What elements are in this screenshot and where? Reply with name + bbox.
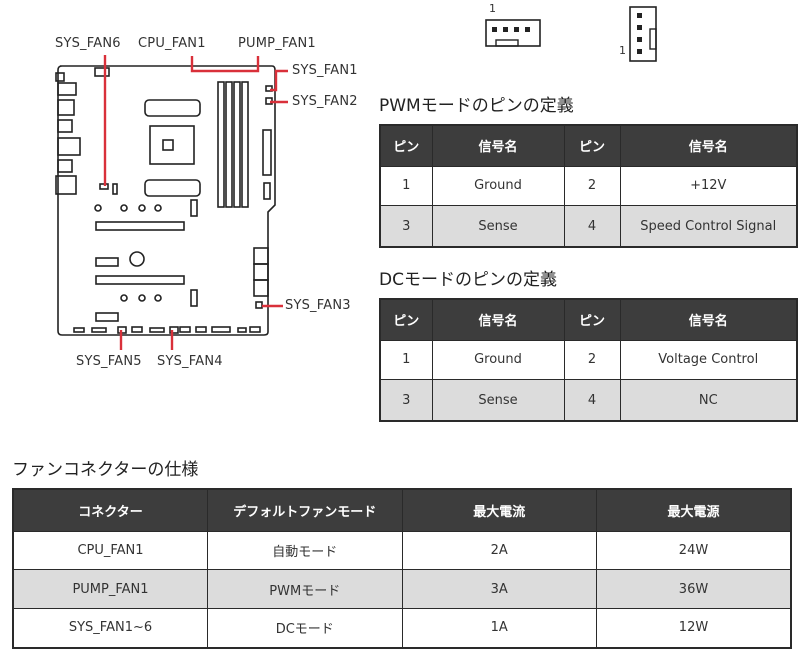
fan-connector-vertical-icon [629,6,657,62]
cell: 3 [379,379,433,422]
header-default-mode: デフォルトファンモード [207,488,403,532]
header-connector: コネクター [12,488,208,532]
header-pin: ピン [379,298,433,341]
fan-connector-horizontal-icon [485,19,541,47]
spec-title: ファンコネクターの仕様 [12,460,199,480]
cell: Voltage Control [619,339,798,381]
cell: CPU_FAN1 [12,530,208,571]
pin1-label-horizontal: 1 [489,2,497,15]
cell: Ground [431,339,565,381]
label-sys-fan6: SYS_FAN6 [55,36,121,51]
pwm-title: PWMモードのピンの定義 [379,96,574,116]
cell: 3 [379,205,433,248]
cell: 1A [401,607,597,649]
cell: 36W [596,569,792,609]
cell: Sense [431,205,565,248]
cell: 2 [563,165,621,207]
label-sys-fan4: SYS_FAN4 [157,354,223,369]
label-sys-fan1: SYS_FAN1 [292,63,358,78]
header-pin: ピン [379,124,433,167]
cell: 1 [379,165,433,207]
label-cpu-fan1: CPU_FAN1 [138,36,206,51]
cell: PUMP_FAN1 [12,569,208,609]
cell: 2 [563,339,621,381]
header-signal: 信号名 [431,298,565,341]
label-pump-fan1: PUMP_FAN1 [238,36,316,51]
cell: 2A [401,530,597,571]
cell: DCモード [207,607,403,649]
cell: PWMモード [207,569,403,609]
header-pin: ピン [563,124,621,167]
cell: 4 [563,205,621,248]
cell: Speed Control Signal [619,205,798,248]
cell: 4 [563,379,621,422]
cell: 24W [596,530,792,571]
pin1-label-vertical: 1 [619,44,627,57]
header-signal: 信号名 [619,298,798,341]
cell: 12W [596,607,792,649]
label-sys-fan3: SYS_FAN3 [285,298,351,313]
cell: Sense [431,379,565,422]
cell: +12V [619,165,798,207]
label-sys-fan5: SYS_FAN5 [76,354,142,369]
header-max-current: 最大電流 [401,488,597,532]
cell: NC [619,379,798,422]
dc-title: DCモードのピンの定義 [379,270,557,290]
header-signal: 信号名 [619,124,798,167]
cell: 自動モード [207,530,403,571]
header-max-power: 最大電源 [596,488,792,532]
cell: Ground [431,165,565,207]
label-sys-fan2: SYS_FAN2 [292,94,358,109]
cell: SYS_FAN1~6 [12,607,208,649]
header-pin: ピン [563,298,621,341]
motherboard-diagram [55,55,288,350]
cell: 3A [401,569,597,609]
header-signal: 信号名 [431,124,565,167]
cell: 1 [379,339,433,381]
